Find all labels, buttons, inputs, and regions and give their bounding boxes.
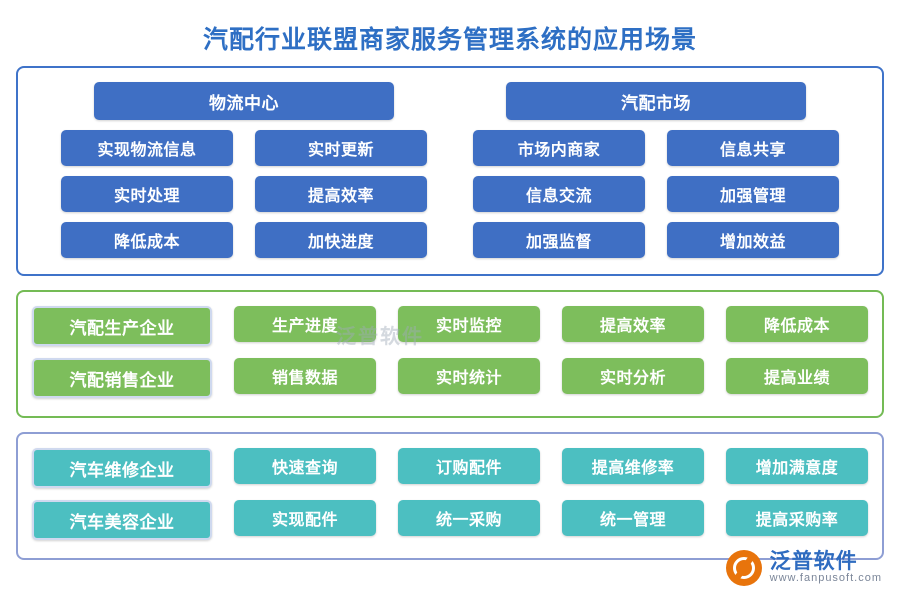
node-logistics-6[interactable]: 加快进度 [255,222,427,258]
node-sales-3[interactable]: 实时分析 [562,358,704,394]
logo-name: 泛普软件 [769,550,858,574]
node-production-3[interactable]: 提高效率 [562,306,704,342]
node-beauty-3[interactable]: 统一管理 [562,500,704,536]
node-sales-2[interactable]: 实时统计 [398,358,540,394]
node-logistics-1[interactable]: 实现物流信息 [61,130,233,166]
node-repair-1[interactable]: 快速查询 [234,448,376,484]
node-repair-2[interactable]: 订购配件 [398,448,540,484]
row-production: 汽配生产企业 生产进度 实时监控 提高效率 降低成本 [32,306,868,346]
node-logistics-2[interactable]: 实时更新 [255,130,427,166]
section-logistics-market: 物流中心 实现物流信息 实时更新 实时处理 提高效率 降低成本 加快进度 汽配市… [16,66,884,276]
node-market-5[interactable]: 加强监督 [473,222,645,258]
node-production-2[interactable]: 实时监控 [398,306,540,342]
node-logistics-4[interactable]: 提高效率 [255,176,427,212]
node-production-4[interactable]: 降低成本 [726,306,868,342]
group-header-market: 汽配市场 [506,82,806,120]
node-market-6[interactable]: 增加效益 [667,222,839,258]
globe-icon [725,550,762,586]
section-repair-beauty: 汽车维修企业 快速查询 订购配件 提高维修率 增加满意度 汽车美容企业 实现配件… [16,432,884,560]
page-title: 汽配行业联盟商家服务管理系统的应用场景 [202,26,697,54]
node-market-3[interactable]: 信息交流 [473,176,645,212]
column-market: 汽配市场 市场内商家 信息共享 信息交流 加强管理 加强监督 增加效益 [473,82,839,268]
node-logistics-3[interactable]: 实时处理 [61,176,233,212]
node-beauty-1[interactable]: 实现配件 [234,500,376,536]
node-production-1[interactable]: 生产进度 [234,306,376,342]
node-sales-4[interactable]: 提高业绩 [726,358,868,394]
node-beauty-4[interactable]: 提高采购率 [726,500,868,536]
group-header-logistics: 物流中心 [94,82,394,120]
brand-logo: 泛普软件 www.fanpusoft.com [725,550,882,586]
row-sales: 汽配销售企业 销售数据 实时统计 实时分析 提高业绩 [32,358,868,398]
node-market-4[interactable]: 加强管理 [667,176,839,212]
group-header-beauty: 汽车美容企业 [32,500,212,540]
section-production-sales: 汽配生产企业 生产进度 实时监控 提高效率 降低成本 汽配销售企业 销售数据 实… [16,290,884,418]
node-sales-1[interactable]: 销售数据 [234,358,376,394]
group-header-sales: 汽配销售企业 [32,358,212,398]
node-market-1[interactable]: 市场内商家 [473,130,645,166]
row-beauty: 汽车美容企业 实现配件 统一采购 统一管理 提高采购率 [32,500,868,540]
node-repair-3[interactable]: 提高维修率 [562,448,704,484]
node-beauty-2[interactable]: 统一采购 [398,500,540,536]
row-repair: 汽车维修企业 快速查询 订购配件 提高维修率 增加满意度 [32,448,868,488]
group-header-production: 汽配生产企业 [32,306,212,346]
group-header-repair: 汽车维修企业 [32,448,212,488]
node-logistics-5[interactable]: 降低成本 [61,222,233,258]
logo-url: www.fanpusoft.com [769,572,882,585]
column-logistics: 物流中心 实现物流信息 实时更新 实时处理 提高效率 降低成本 加快进度 [61,82,427,268]
node-repair-4[interactable]: 增加满意度 [726,448,868,484]
node-market-2[interactable]: 信息共享 [667,130,839,166]
